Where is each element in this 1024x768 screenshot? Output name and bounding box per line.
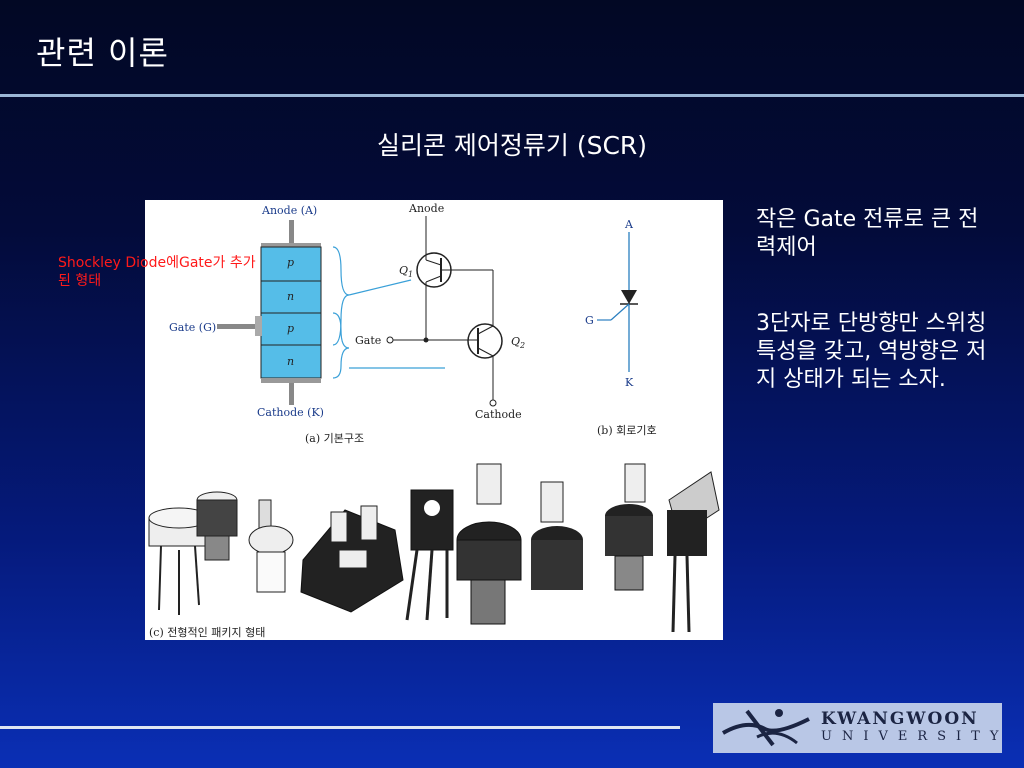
package-stud-small xyxy=(196,491,238,561)
layer-n2 xyxy=(260,344,322,379)
label-q2: Q2 xyxy=(511,335,525,350)
cathode-plate xyxy=(261,378,321,383)
gate-terminal xyxy=(386,336,394,344)
university-emblem-icon xyxy=(721,709,810,747)
gate-contact xyxy=(255,316,262,336)
label-gate-g: Gate (G) xyxy=(169,321,216,334)
layer-p1 xyxy=(260,246,322,282)
scr-figure: Anode (A) p n p n Gate (G) Cathode (K) (… xyxy=(145,200,723,640)
logo-sub: UNIVERSITY xyxy=(821,729,1009,744)
label-gate: Gate xyxy=(355,334,381,347)
package-press-fit-1 xyxy=(456,463,522,625)
layer-label: n xyxy=(287,355,294,368)
caption-c: (c) 전형적인 패키지 형태 xyxy=(149,626,265,639)
symbol-gate-line xyxy=(610,303,630,321)
bullet-2: 3단자로 단방향만 스위칭 특성을 갖고, 역방향은 저지 상태가 되는 소자. xyxy=(756,311,987,392)
anode-plate xyxy=(261,243,321,248)
slide-subtitle: 실리콘 제어정류기 (SCR) xyxy=(376,131,648,160)
gate-lead xyxy=(217,324,261,329)
label-anode: Anode xyxy=(408,202,444,215)
title-bar: 관련 이론 xyxy=(0,0,1024,94)
shockley-note: Shockley Diode에Gate가 추가된 형태 xyxy=(58,255,256,289)
package-to3 xyxy=(300,505,404,613)
wire xyxy=(477,325,494,335)
symbol-label-a: A xyxy=(624,218,634,231)
logo-name: KWANGWOON xyxy=(821,709,979,729)
layer-label: n xyxy=(287,290,294,303)
caption-a: (a) 기본구조 xyxy=(305,432,364,445)
wire xyxy=(425,259,442,266)
package-stud-wire xyxy=(248,499,294,593)
package-to220-tall xyxy=(667,471,720,633)
label-cathode: Cathode xyxy=(475,408,522,421)
cathode-terminal xyxy=(489,399,497,407)
brace-lower xyxy=(332,312,350,379)
title-divider xyxy=(0,94,1024,97)
label-anode-a: Anode (A) xyxy=(261,204,317,217)
caption-b: (b) 회로기호 xyxy=(597,424,657,437)
layer-label: p xyxy=(287,256,294,269)
symbol-label-g: G xyxy=(585,314,594,327)
scr-diagram: Anode (A) p n p n Gate (G) Cathode (K) (… xyxy=(148,202,720,639)
anode-lead xyxy=(289,220,294,244)
package-to220 xyxy=(405,489,454,621)
page-title: 관련 이론 xyxy=(36,34,169,72)
cathode-lead xyxy=(289,383,294,405)
transistor-q2 xyxy=(467,323,503,359)
package-stud-3 xyxy=(605,463,653,591)
package-press-fit-2 xyxy=(531,481,583,590)
wire xyxy=(425,275,442,283)
footer-divider xyxy=(0,726,680,729)
pointer-q1 xyxy=(348,279,412,296)
label-cathode-k: Cathode (K) xyxy=(257,406,324,419)
university-logo: KWANGWOON UNIVERSITY xyxy=(713,703,1002,753)
scr-symbol-icon xyxy=(621,290,637,304)
label-q1: Q1 xyxy=(399,264,413,279)
layer-label: p xyxy=(287,322,294,335)
symbol-label-k: K xyxy=(625,376,634,389)
wire xyxy=(477,347,494,357)
bullet-1: 작은 Gate 전류로 큰 전력제어 xyxy=(756,207,979,260)
